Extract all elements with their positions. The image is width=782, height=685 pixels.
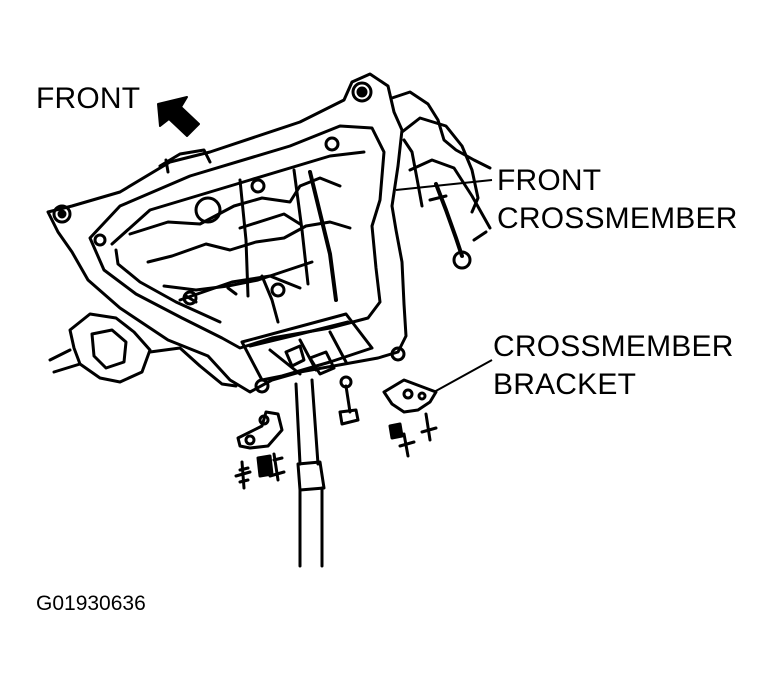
crossmember-bracket-label-line2: BRACKET [493,368,637,401]
crossmember-bracket-label-line1: CROSSMEMBER [493,330,734,363]
leader-crossmember-bracket [433,359,493,393]
left-housing [68,312,152,384]
left-bracket [236,410,284,450]
arrow-up-left-icon [157,96,200,137]
crossmember-outer-frame [46,72,408,394]
front-crossmember-label-line1: FRONT [497,164,602,197]
figure-code: G01930636 [36,592,146,615]
front-crossmember-label-line2: CROSSMEMBER [497,202,738,235]
front-direction-label: FRONT [36,82,141,115]
right-bracket [382,378,438,414]
shift-cable [294,378,320,466]
right-linkage [390,90,492,170]
crossmember-inner-frame [88,124,386,350]
crossmember-plate [240,312,374,382]
leader-front-crossmember [395,179,493,191]
